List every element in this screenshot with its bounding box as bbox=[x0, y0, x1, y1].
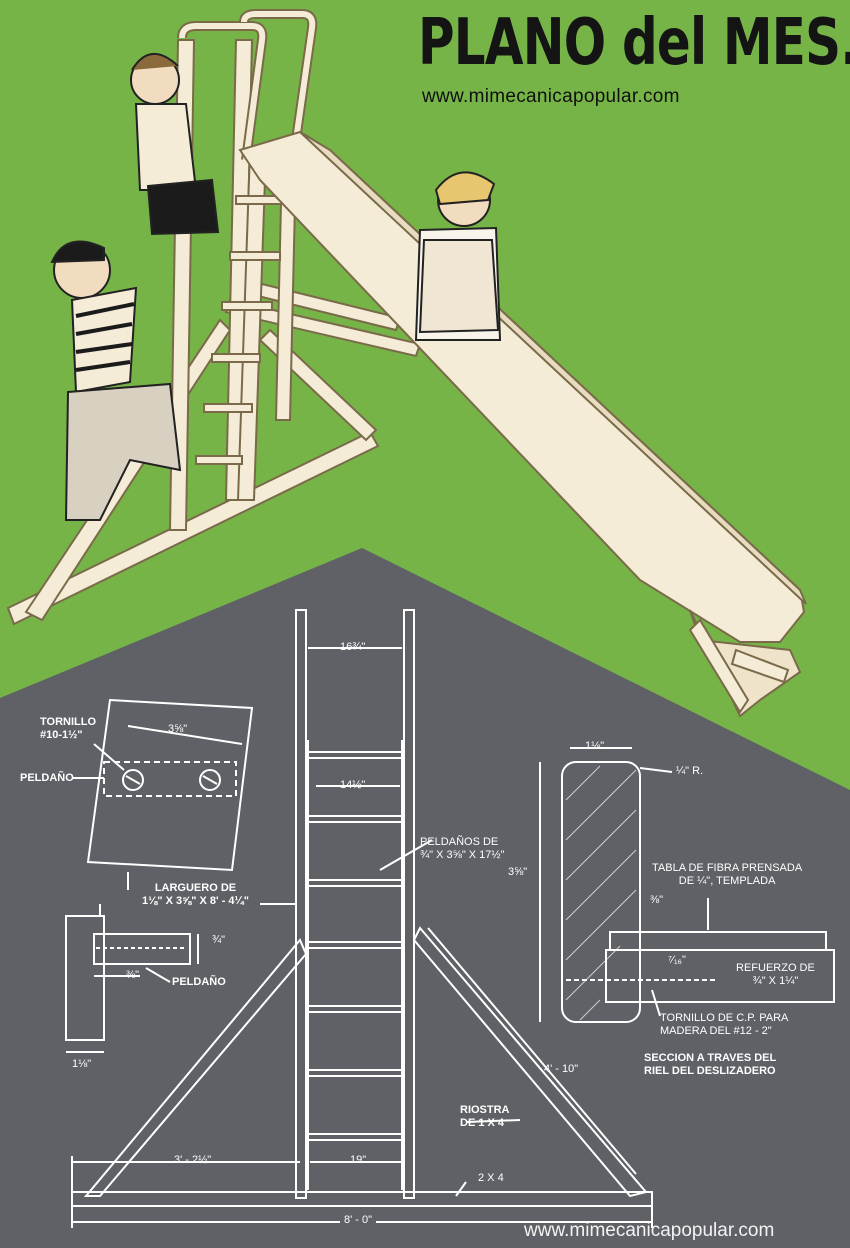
slide-illustration bbox=[6, 9, 807, 718]
label-rung-top: PELDAÑO bbox=[20, 772, 74, 784]
children-figures bbox=[50, 52, 502, 521]
label-reinforce-line2: ¾" X 1¼" bbox=[752, 975, 799, 987]
label-bolt: TORNILLO #10-1½" bbox=[40, 716, 96, 742]
section-title-line2: RIEL DEL DESLIZADERO bbox=[644, 1065, 776, 1077]
label-rail: LARGUERO DE 1⅛" X 3⅝" X 8' - 4¼" bbox=[142, 882, 249, 908]
label-screw-line1: TORNILLO DE C.P. PARA bbox=[660, 1012, 789, 1024]
dim-brace-length: 4' - 10" bbox=[544, 1063, 579, 1075]
dim-rung-width: 14½" bbox=[340, 779, 366, 791]
label-rung-detail: PELDAÑO bbox=[172, 976, 226, 988]
label-screw: TORNILLO DE C.P. PARA MADERA DEL #12 - 2… bbox=[660, 1012, 788, 1038]
dim-top-width: 16¾" bbox=[340, 641, 366, 653]
label-brace: RIOSTRA DE 1 X 4 bbox=[460, 1104, 510, 1130]
label-screw-line2: MADERA DEL #12 - 2" bbox=[660, 1025, 772, 1037]
dim-detail-34: ¾" bbox=[212, 934, 226, 946]
label-fiber-line2: DE ¼", TEMPLADA bbox=[678, 875, 776, 887]
dim-section-716: ⁷⁄₁₆" bbox=[668, 954, 686, 966]
dim-base-left: 3' - 2½" bbox=[174, 1154, 212, 1166]
dim-section-38: ⅜" bbox=[650, 894, 664, 906]
label-reinforce: REFUERZO DE ¾" X 1¼" bbox=[736, 962, 815, 988]
dim-detail-38: ⅜" bbox=[126, 969, 140, 981]
section-title-line1: SECCION A TRAVES DEL bbox=[644, 1052, 777, 1064]
page-title: PLANO del MES... bbox=[418, 6, 850, 80]
label-rail-line2: 1⅛" X 3⅝" X 8' - 4¼" bbox=[142, 895, 249, 907]
dim-base-total: 8' - 0" bbox=[340, 1214, 377, 1226]
label-bolt-line1: TORNILLO bbox=[40, 716, 97, 728]
label-reinforce-line1: REFUERZO DE bbox=[736, 962, 815, 974]
label-brace-line2: DE 1 X 4 bbox=[460, 1117, 505, 1129]
label-brace-line1: RIOSTRA bbox=[460, 1104, 510, 1116]
label-rungs-line2: ¾" X 3⅝" X 17½" bbox=[420, 849, 505, 861]
label-rungs-line1: PELDAÑOS DE bbox=[420, 836, 499, 848]
rail-section-drawing bbox=[539, 747, 835, 1023]
footer-url[interactable]: www.mimecanicapopular.com bbox=[524, 1220, 775, 1241]
dim-base-board: 2 X 4 bbox=[478, 1172, 504, 1184]
dim-detail-118: 1⅛" bbox=[72, 1058, 92, 1070]
ladder-drawing bbox=[71, 609, 653, 1228]
dim-section-radius: ¼" R. bbox=[676, 765, 704, 777]
label-rail-line1: LARGUERO DE bbox=[154, 882, 237, 894]
dim-section-width: 1⅛" bbox=[585, 740, 605, 752]
dim-base-center: 19" bbox=[350, 1154, 367, 1166]
label-bolt-line2: #10-1½" bbox=[40, 729, 83, 741]
dim-bolt: 3⅝" bbox=[168, 723, 188, 735]
section-title: SECCION A TRAVES DEL RIEL DEL DESLIZADER… bbox=[644, 1052, 776, 1078]
header-url[interactable]: www.mimecanicapopular.com bbox=[422, 86, 680, 107]
label-fiber-line1: TABLA DE FIBRA PRENSADA bbox=[652, 862, 803, 874]
label-fiber-board: TABLA DE FIBRA PRENSADA DE ¼", TEMPLADA bbox=[652, 862, 802, 888]
page-title-text: PLANO del MES... bbox=[418, 6, 850, 80]
label-rungs: PELDAÑOS DE ¾" X 3⅝" X 17½" bbox=[420, 836, 505, 862]
bolt-detail-drawing bbox=[65, 698, 254, 1053]
blueprint-panel bbox=[0, 548, 850, 1248]
dim-section-height: 3⅝" bbox=[508, 866, 528, 878]
